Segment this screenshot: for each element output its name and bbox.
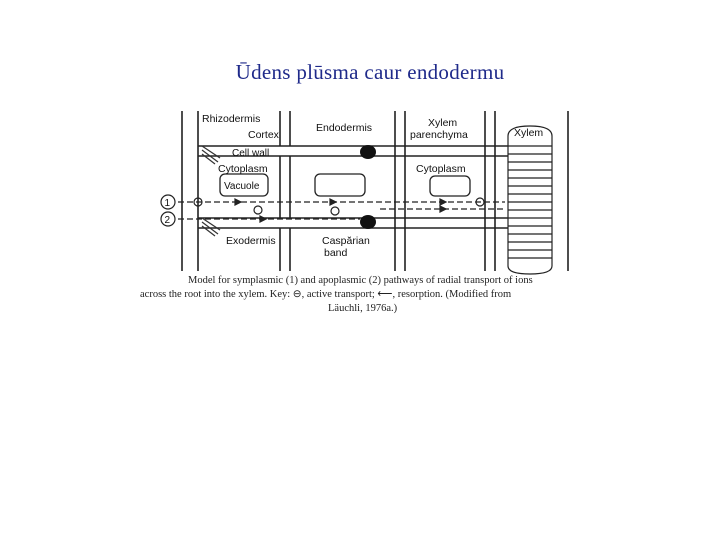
vacuole-right (429, 175, 471, 197)
endodermis-transport-diagram: 1 2 Rhizodermis Cortex Cell wall Cytopla… (140, 111, 569, 314)
xylem-parenchyma-label-line1: Xylem (428, 117, 457, 129)
exodermis-label: Exodermis (226, 235, 276, 247)
vacuole-label: Vacuole (224, 181, 260, 192)
exodermis-hatching (201, 145, 221, 237)
pathway-2-number: 2 (165, 215, 171, 226)
cell-walls (181, 111, 569, 271)
vacuole-middle (314, 173, 366, 197)
casparian-band-bottom (360, 215, 376, 229)
xylem-vessel (507, 125, 553, 275)
cortex-label: Cortex (248, 129, 280, 141)
xylem-label: Xylem (514, 127, 543, 139)
caption-line-2: across the root into the xylem. Key: ⊖, … (140, 289, 511, 300)
endodermis-label: Endodermis (316, 122, 372, 134)
pathway-1-arrows (178, 197, 505, 207)
casparian-band-label-line1: Caspărian (322, 235, 370, 247)
cytoplasm-right-label: Cytoplasm (416, 163, 466, 175)
slide-title: Ūdens plūsma caur endodermu (235, 60, 505, 84)
casparian-band-label-line2: band (324, 247, 348, 259)
caption-line-1: Model for symplasmic (1) and apoplasmic … (188, 275, 533, 286)
pathway-2-marker: 2 (160, 211, 176, 227)
casparian-band-top (360, 145, 376, 159)
vacuole-left (219, 173, 269, 197)
cell-wall-label: Cell wall (232, 148, 269, 159)
cytoplasm-left-label: Cytoplasm (218, 163, 268, 175)
rhizodermis-label: Rhizodermis (202, 113, 260, 125)
xylem-parenchyma-label-line2: parenchyma (410, 129, 468, 141)
caption-line-3: Läuchli, 1976a.) (328, 303, 398, 314)
pathway-1-number: 1 (165, 198, 171, 209)
pathway-1-marker: 1 (160, 194, 176, 210)
pathway-2-arrows (178, 205, 505, 223)
